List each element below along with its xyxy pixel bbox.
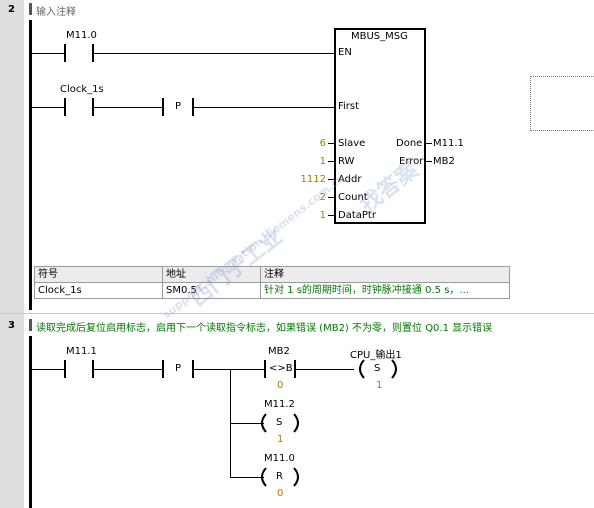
compare-contact-mb2[interactable]: <>B	[264, 360, 296, 378]
pin-stub	[328, 143, 334, 144]
contact-m11-1-label: M11.1	[66, 346, 97, 357]
coil-m11-2-value[interactable]: 1	[277, 434, 284, 445]
pin-stub	[426, 161, 432, 162]
addr-value[interactable]: 1112	[300, 174, 326, 185]
pin-stub	[328, 179, 334, 180]
count-value[interactable]: 2	[319, 192, 326, 203]
coil-cpu-value[interactable]: 1	[376, 380, 383, 391]
wire	[230, 477, 264, 478]
network-3-number[interactable]: 3	[8, 320, 15, 331]
header-comment[interactable]: 注释	[264, 269, 284, 280]
network-separator	[0, 313, 594, 314]
pin-stub	[328, 161, 334, 162]
watermark-url: support.automation.siemens.com.cn	[160, 171, 348, 322]
contact-clock-1s-label: Clock_1s	[60, 84, 104, 95]
wire	[94, 107, 162, 108]
slave-value[interactable]: 6	[319, 138, 326, 149]
header-symbol[interactable]: 符号	[35, 267, 163, 283]
p-contact-3[interactable]: P	[162, 360, 194, 378]
rw-value[interactable]: 1	[319, 156, 326, 167]
empty-dashed-box[interactable]	[530, 76, 594, 131]
block-pin-rw: RW	[338, 156, 355, 167]
coil-cpu-output1[interactable]: S	[354, 359, 402, 379]
block-pin-done: Done	[396, 138, 423, 149]
wire	[296, 369, 354, 370]
pin-stub	[328, 197, 334, 198]
symbol-table: 符号 地址 注释 Clock_1s SM0.5 针对 1 s的周期时间，时钟脉冲…	[34, 266, 510, 299]
network-3-comment-bar	[29, 319, 32, 331]
dataptr-value[interactable]: 1	[319, 210, 326, 221]
cell-symbol[interactable]: Clock_1s	[35, 283, 163, 299]
cell-comment[interactable]: 针对 1 s的周期时间，时钟脉冲接通 0.5 s，...	[264, 285, 469, 296]
contact-clock-1s[interactable]	[64, 98, 94, 116]
block-pin-en: EN	[338, 47, 352, 58]
table-row[interactable]: Clock_1s SM0.5 针对 1 s的周期时间，时钟脉冲接通 0.5 s，…	[35, 283, 509, 299]
contact-m11-1[interactable]	[64, 360, 94, 378]
wire	[194, 107, 334, 108]
wire	[230, 423, 264, 424]
contact-m11-0[interactable]	[64, 44, 94, 62]
wire	[94, 369, 162, 370]
network-2-comment-bar	[29, 3, 32, 15]
wire	[32, 107, 64, 108]
block-pin-first: First	[338, 101, 360, 112]
block-pin-error: Error	[399, 156, 424, 167]
block-pin-dataptr: DataPtr	[338, 210, 376, 221]
compare-label: MB2	[268, 346, 290, 357]
block-pin-addr: Addr	[338, 174, 362, 185]
mbus-msg-block[interactable]	[334, 28, 426, 224]
compare-value[interactable]: 0	[277, 380, 284, 391]
power-rail-2	[29, 20, 32, 310]
wire	[32, 369, 64, 370]
contact-m11-0-label: M11.0	[66, 30, 97, 41]
block-pin-slave: Slave	[338, 138, 366, 149]
wire	[32, 53, 64, 54]
network-2-number[interactable]: 2	[8, 4, 15, 15]
left-gutter	[0, 0, 24, 508]
coil-m11-2[interactable]: S	[256, 413, 304, 433]
coil-cpu-label: CPU_输出1	[350, 350, 402, 361]
block-title: MBUS_MSG	[351, 31, 408, 42]
pin-stub	[426, 143, 432, 144]
block-pin-count: Count	[338, 192, 368, 203]
wire	[194, 369, 264, 370]
p-contact[interactable]: P	[162, 98, 194, 116]
wire	[94, 53, 334, 54]
power-rail-3	[29, 336, 32, 508]
pin-stub	[328, 215, 334, 216]
coil-m11-0[interactable]: R	[256, 467, 304, 487]
network-3-comment[interactable]: 读取完成后复位启用标志，启用下一个读取指令标志，如果错误 (MB2) 不为零，则…	[36, 323, 493, 334]
coil-m11-2-label: M11.2	[264, 399, 295, 410]
coil-m11-0-value[interactable]: 0	[277, 488, 284, 499]
error-value[interactable]: MB2	[433, 156, 455, 167]
header-address[interactable]: 地址	[163, 267, 261, 283]
network-2-comment[interactable]: 输入注释	[36, 7, 76, 18]
coil-m11-0-label: M11.0	[264, 453, 295, 464]
cell-address[interactable]: SM0.5	[163, 283, 261, 299]
done-value[interactable]: M11.1	[433, 138, 464, 149]
symbol-table-header: 符号 地址 注释	[35, 267, 509, 283]
